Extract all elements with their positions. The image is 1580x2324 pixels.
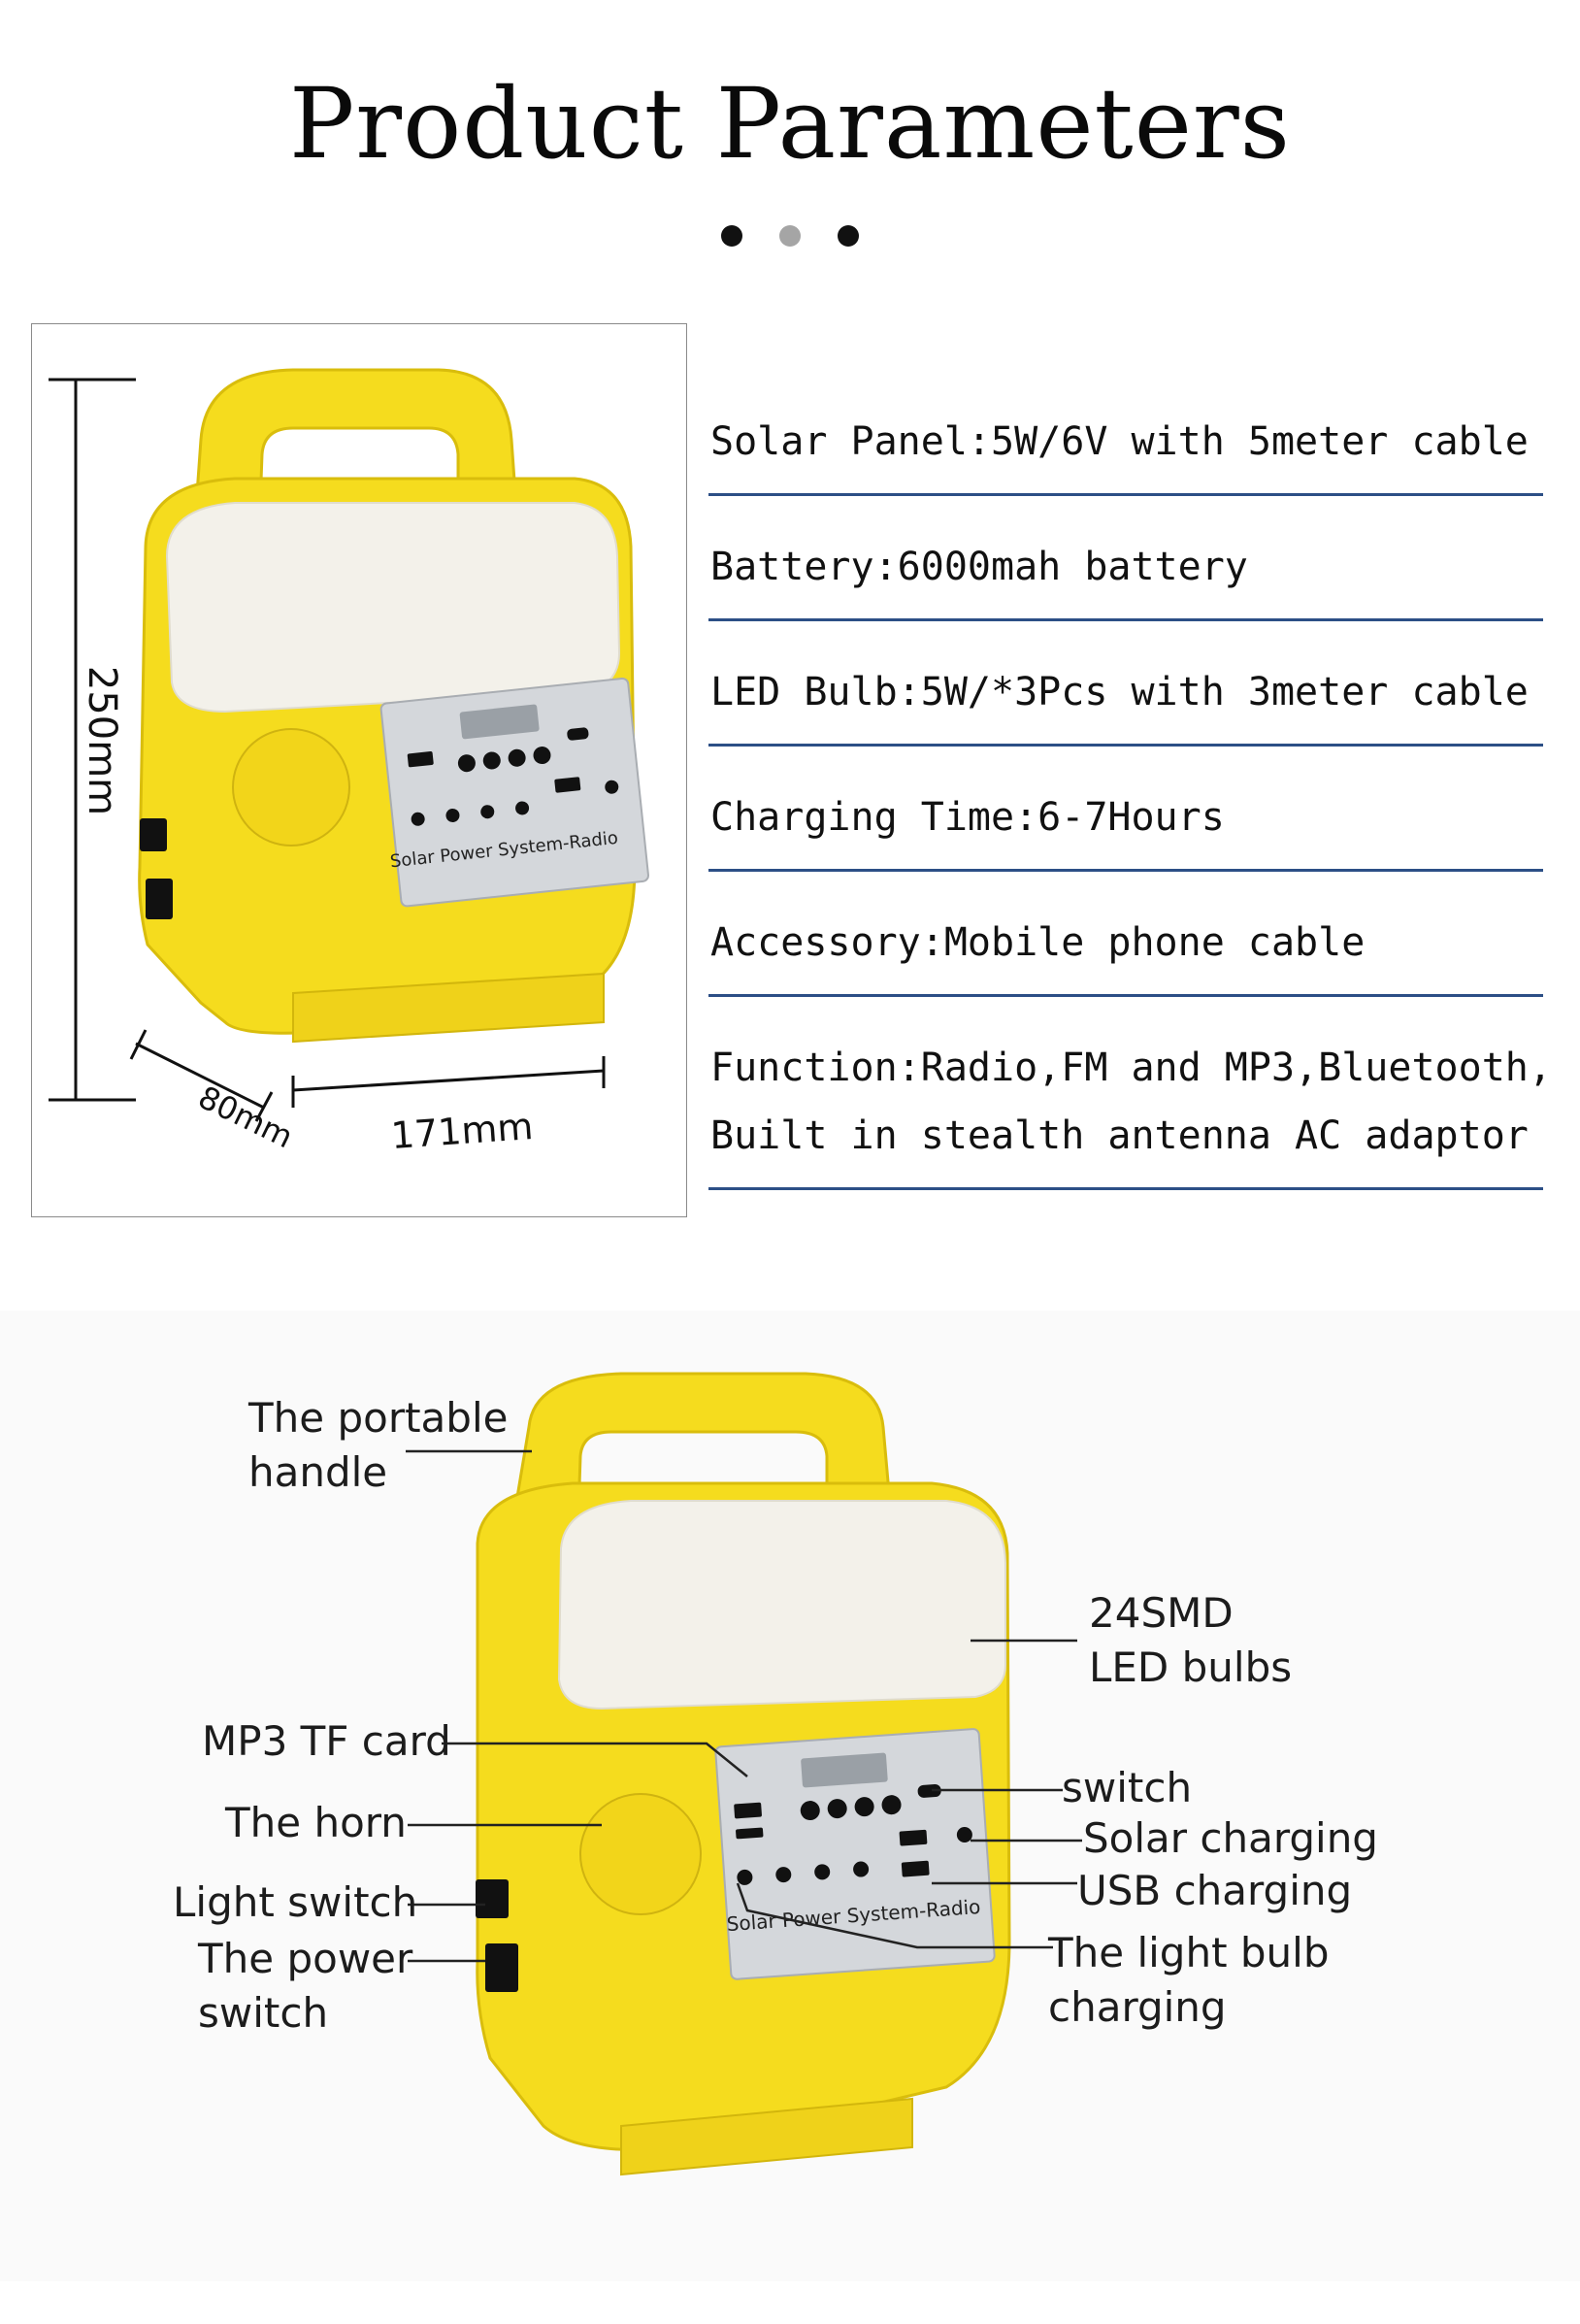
callout-lines xyxy=(406,1449,1082,1963)
spec-function: Function:Radio,FM and MP3,Bluetooth, Bui… xyxy=(708,1024,1552,1190)
spec-solar-panel: Solar Panel:5W/6V with 5meter cable xyxy=(708,398,1543,496)
dimension-illustration: 250mm Solar Power System-Radio 80mm 171m… xyxy=(49,368,650,1157)
spec-list: Solar Panel:5W/6V with 5meter cable Batt… xyxy=(708,398,1552,1217)
feature-illustration: Solar Power System-Radio xyxy=(406,1372,1082,2176)
depth-label: 80mm xyxy=(192,1079,298,1155)
dimension-image-frame xyxy=(31,323,687,1217)
callout-switch: switch xyxy=(1062,1764,1193,1811)
spec-charging-time: Charging Time:6-7Hours xyxy=(708,774,1543,872)
spec-led-bulb: LED Bulb:5W/*3Pcs with 3meter cable xyxy=(708,648,1543,747)
dot-1 xyxy=(720,225,742,247)
callout-usb-charging: USB charging xyxy=(1077,1867,1353,1914)
width-label: 171mm xyxy=(389,1105,534,1157)
callout-horn: The horn xyxy=(225,1799,407,1846)
dot-3 xyxy=(838,225,860,247)
callout-solar-charging: Solar charging xyxy=(1083,1814,1378,1862)
carousel-dots xyxy=(0,225,1580,251)
callout-light-switch: Light switch xyxy=(173,1878,418,1926)
dot-2 xyxy=(779,225,801,247)
product-photo-bottom: Solar Power System-Radio xyxy=(476,1372,1011,2176)
height-label: 250mm xyxy=(80,666,124,815)
spec-accessory: Accessory:Mobile phone cable xyxy=(708,899,1543,997)
product-photo-top: Solar Power System-Radio xyxy=(138,368,650,1044)
page-title: Product Parameters xyxy=(288,67,1291,181)
spec-battery: Battery:6000mah battery xyxy=(708,523,1543,621)
callout-mp3-tf-card: MP3 TF card xyxy=(202,1717,451,1765)
height-dimension-line xyxy=(49,378,136,1102)
